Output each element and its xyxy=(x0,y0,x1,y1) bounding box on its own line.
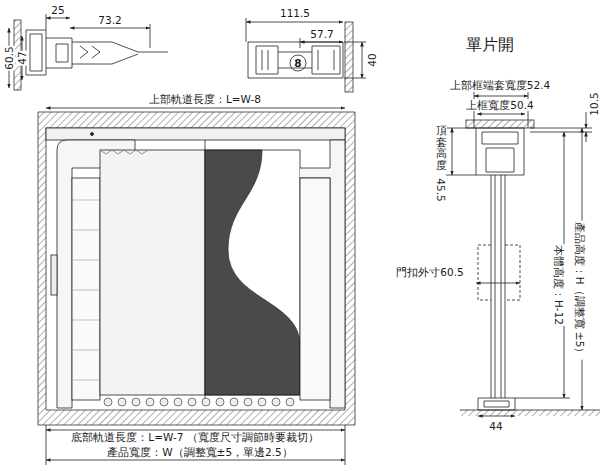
dimension-label: 上框寬度50.4 xyxy=(465,99,534,111)
dimension-label: 上部軌道長度：L=W-8 xyxy=(148,93,262,105)
dimension-label: 底部軌道長度：L=W-7 （寬度尺寸調節時要裁切） xyxy=(70,431,319,443)
dimension-label: 45.5 xyxy=(435,177,447,202)
dimension-label: 8 xyxy=(293,57,302,69)
dimension-label: 上部框端套寬度52.4 xyxy=(449,79,551,91)
dimension-label: 57.7 xyxy=(309,28,334,40)
dimension-label: 產品高度：H（調整寬 ±5） xyxy=(574,221,586,360)
dimension-label: 10.5 xyxy=(588,91,600,116)
dimension-label: 73.2 xyxy=(97,14,122,26)
dimension-label: 產品寬度：W（調整寬±5，單邊2.5） xyxy=(106,446,294,458)
dimension-label: 40 xyxy=(366,52,378,67)
dimension-label: 47 xyxy=(16,50,28,65)
dimension-label: 60.5 xyxy=(3,45,15,70)
dimension-label: 25 xyxy=(50,4,65,16)
dimension-label: 44 xyxy=(488,420,503,432)
dimension-label: 本體高度：H-12 xyxy=(553,244,565,326)
drawing-title: 單片開 xyxy=(466,35,514,56)
dimension-label: 頂套高度 xyxy=(436,124,447,172)
dimension-label: 門扣外寸60.5 xyxy=(395,266,464,278)
dimension-label: 111.5 xyxy=(279,7,311,19)
